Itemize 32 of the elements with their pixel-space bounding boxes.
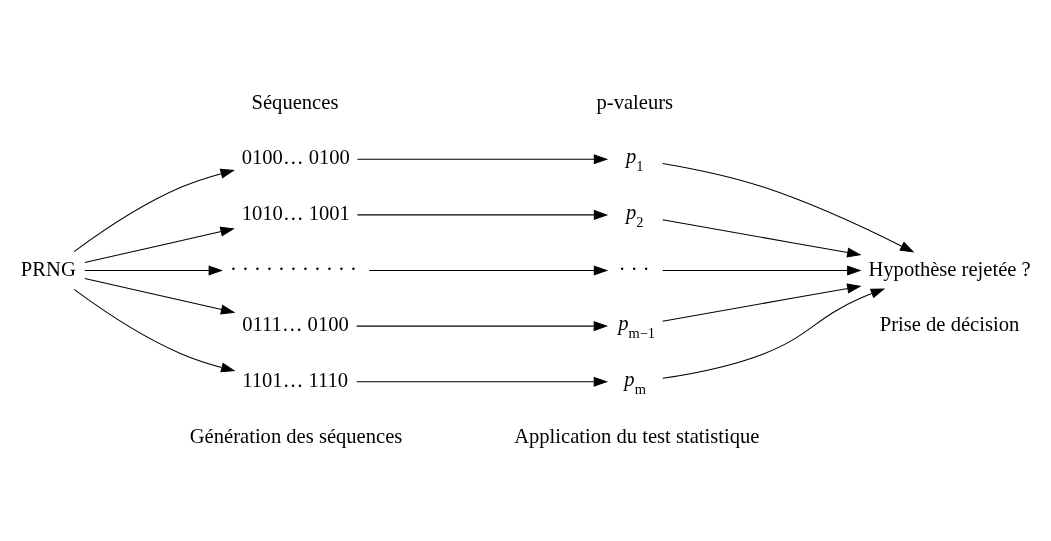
node-text: 0111… 0100 bbox=[242, 313, 349, 336]
arrow bbox=[356, 154, 609, 165]
arrow bbox=[662, 265, 862, 276]
arrow bbox=[73, 168, 235, 253]
node-text: PRNG bbox=[20, 257, 76, 280]
node-text: · · · bbox=[618, 257, 650, 280]
arrow bbox=[73, 288, 236, 373]
node-text: p$_{m}$ bbox=[624, 367, 646, 397]
node-text: · · · · · · · · · · · bbox=[229, 257, 357, 280]
node-text: 1010… 1001 bbox=[241, 202, 350, 225]
arrow bbox=[356, 209, 609, 220]
arrow bbox=[368, 265, 609, 276]
arrow bbox=[84, 277, 236, 315]
arrow bbox=[662, 162, 915, 253]
arrow bbox=[356, 321, 609, 332]
label: Application du test statistique bbox=[514, 424, 760, 447]
label: p-valeurs bbox=[596, 90, 674, 113]
node-text: p$_{2}$ bbox=[625, 201, 644, 231]
arrow bbox=[84, 265, 224, 276]
arrow bbox=[356, 376, 609, 387]
arrow bbox=[662, 219, 862, 258]
arrow bbox=[84, 226, 235, 264]
node-text: p$_{1}$ bbox=[625, 145, 644, 175]
node-text: Hypothèse rejetée ? bbox=[868, 257, 1031, 280]
label: Séquences bbox=[251, 90, 339, 113]
arrow bbox=[662, 283, 862, 322]
node-text: 0100… 0100 bbox=[241, 146, 350, 169]
node-text: p$_{m−1}$ bbox=[618, 312, 656, 342]
node-text: 1101… 1110 bbox=[242, 368, 349, 391]
label: Prise de décision bbox=[879, 313, 1020, 336]
arrow bbox=[662, 288, 886, 379]
label: Génération des séquences bbox=[189, 424, 403, 447]
